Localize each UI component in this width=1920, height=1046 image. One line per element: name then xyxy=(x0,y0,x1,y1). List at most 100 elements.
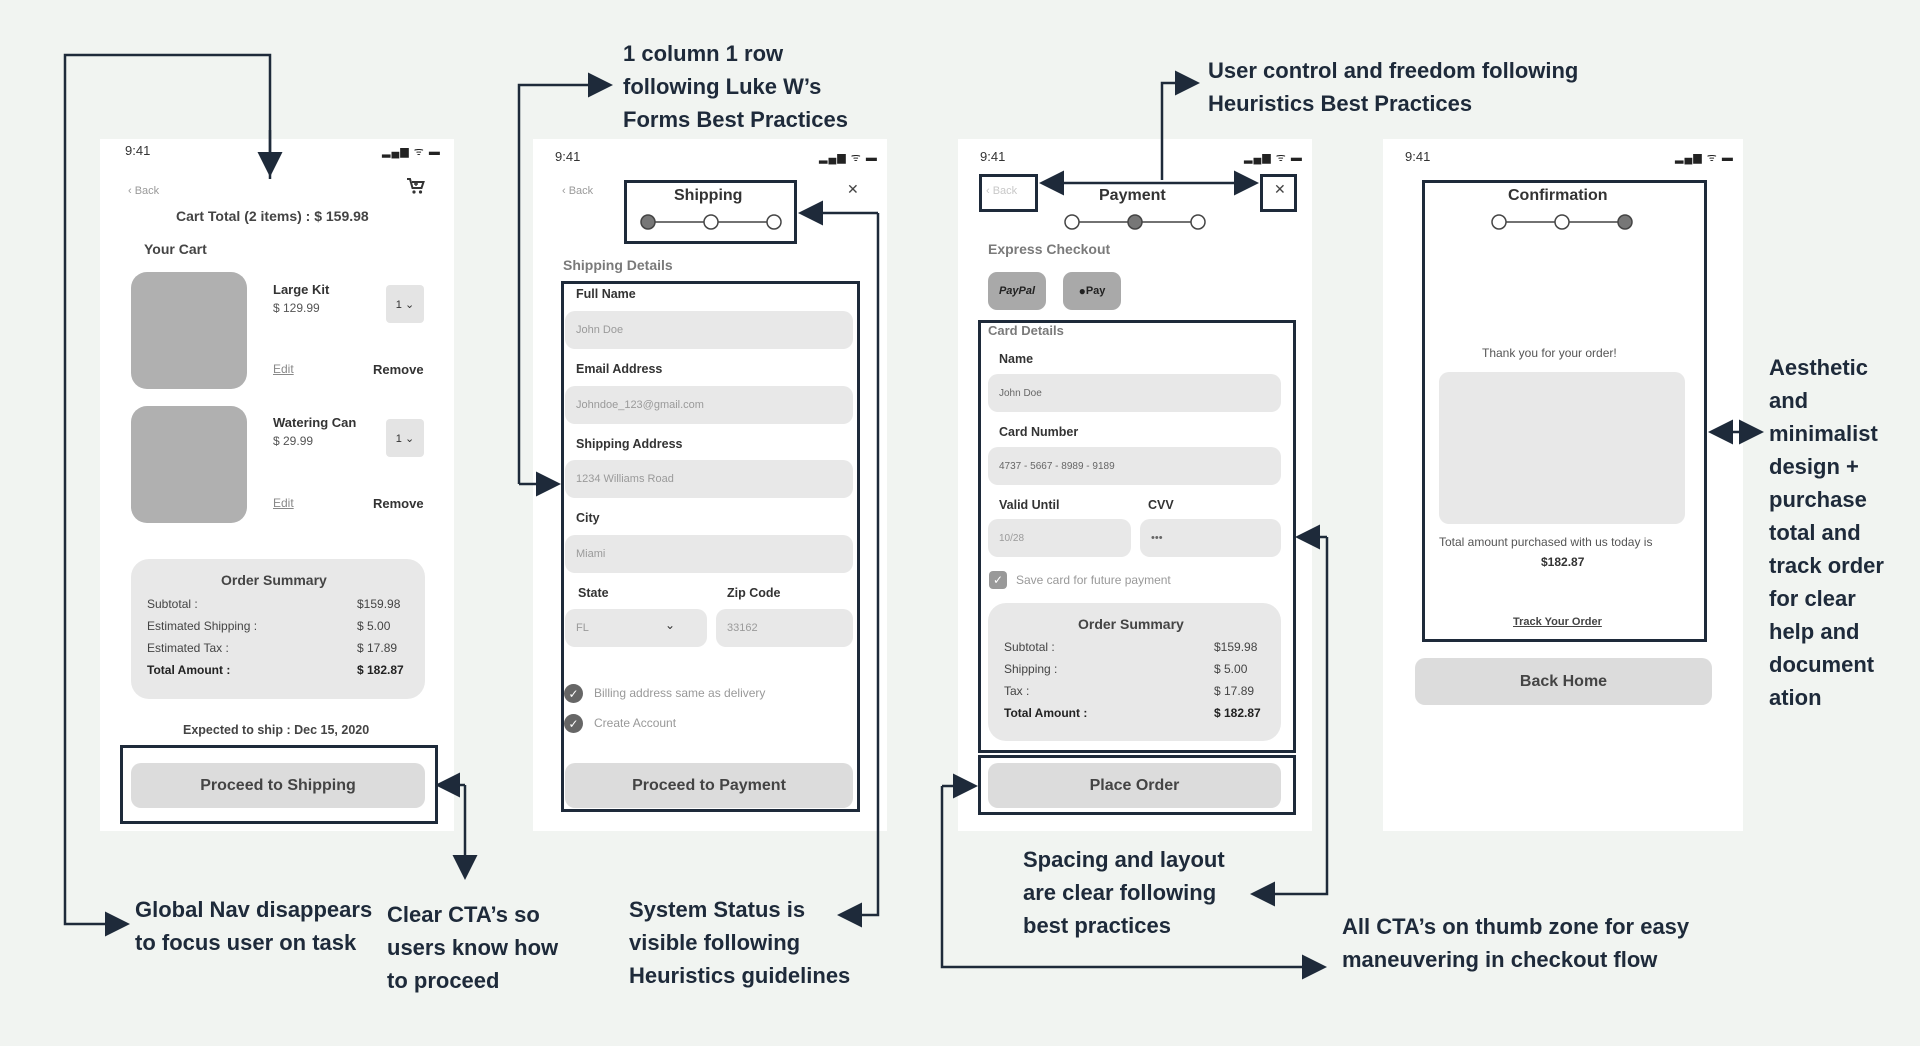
step-title: Shipping xyxy=(674,187,743,204)
summary-value: $ 17.89 xyxy=(357,641,398,655)
chevron-down-icon: ⌄ xyxy=(665,618,676,632)
full-name-input[interactable]: John Doe xyxy=(565,311,853,349)
back-link[interactable]: ‹ Back xyxy=(562,185,594,197)
step-title: Payment xyxy=(1099,187,1166,204)
shipping-address-input[interactable]: 1234 Williams Road xyxy=(565,460,853,498)
card-name-input[interactable]: John Doe xyxy=(988,374,1281,412)
item-name: Large Kit xyxy=(273,282,330,297)
payment-screen: 9:41 ▂▄▆ ᯤ ▬ ‹ Back Payment ✕ Express Ch… xyxy=(958,139,1312,831)
valid-until-label: Valid Until xyxy=(999,498,1060,512)
proceed-to-shipping-button[interactable]: Proceed to Shipping xyxy=(131,763,425,808)
cart-total: Cart Total (2 items) : $ 159.98 xyxy=(176,208,369,224)
summary-title: Order Summary xyxy=(1078,616,1184,632)
annotation-forms: 1 column 1 row following Luke W’s Forms … xyxy=(623,41,848,132)
status-time: 9:41 xyxy=(125,143,151,158)
create-account-checkbox[interactable]: ✓ xyxy=(564,714,583,733)
progress-highlight xyxy=(624,180,797,244)
summary-value: $ 182.87 xyxy=(1214,706,1261,720)
billing-checkbox[interactable]: ✓ xyxy=(564,684,583,703)
item-price: $ 29.99 xyxy=(273,434,314,448)
summary-value: $ 5.00 xyxy=(1214,662,1248,676)
summary-title: Order Summary xyxy=(221,572,327,588)
valid-until-input[interactable]: 10/28 xyxy=(988,519,1131,557)
save-card-checkbox[interactable]: ✓ xyxy=(989,571,1007,589)
summary-value: $ 5.00 xyxy=(357,619,391,633)
shipping-stepper xyxy=(640,214,782,230)
paypal-button[interactable]: PayPal xyxy=(988,272,1046,310)
name-label: Name xyxy=(999,352,1034,366)
thank-you-text: Thank you for your order! xyxy=(1482,346,1617,360)
track-order-link[interactable]: Track Your Order xyxy=(1513,616,1602,628)
cart-icon[interactable] xyxy=(406,177,426,195)
summary-value: $159.98 xyxy=(357,597,401,611)
summary-value: $ 182.87 xyxy=(357,663,404,677)
step-title: Confirmation xyxy=(1508,187,1608,204)
order-summary: Order Summary Subtotal : $159.98 Shippin… xyxy=(988,603,1281,741)
section-title: Shipping Details xyxy=(563,257,673,273)
annotation-spacing: Spacing and layout are clear following b… xyxy=(1023,847,1225,938)
remove-button[interactable]: Remove xyxy=(373,496,424,511)
card-number-input[interactable]: 4737 - 5667 - 8989 - 9189 xyxy=(988,447,1281,485)
product-image xyxy=(131,272,247,389)
summary-label: Subtotal : xyxy=(1004,640,1055,654)
total-text: Total amount purchased with us today is xyxy=(1439,535,1653,549)
confirmation-highlight xyxy=(1422,180,1707,642)
ship-note: Expected to ship : Dec 15, 2020 xyxy=(183,723,370,737)
apple-icon: ● xyxy=(1078,284,1086,298)
state-select[interactable]: FL ⌄ xyxy=(565,609,707,647)
cvv-input[interactable]: ••• xyxy=(1140,519,1281,557)
product-image xyxy=(131,406,247,523)
item-name: Watering Can xyxy=(273,415,357,430)
shipping-screen: 9:41 ▂▄▆ ᯤ ▬ ‹ Back Shipping ✕ Shipping … xyxy=(533,139,887,831)
create-account-label: Create Account xyxy=(594,716,677,730)
card-form-highlight xyxy=(978,320,1296,753)
summary-label: Total Amount : xyxy=(147,663,231,677)
status-time: 9:41 xyxy=(980,149,1006,164)
order-summary: Order Summary Subtotal : $159.98 Estimat… xyxy=(131,559,425,699)
quantity-select[interactable]: 1 ⌄ xyxy=(386,285,424,323)
summary-label: Subtotal : xyxy=(147,597,198,611)
zip-label: Zip Code xyxy=(727,586,781,600)
close-highlight xyxy=(1260,174,1297,212)
cvv-label: CVV xyxy=(1148,498,1174,512)
summary-label: Estimated Tax : xyxy=(147,641,229,655)
place-order-button[interactable]: Place Order xyxy=(988,763,1281,808)
quantity-select[interactable]: 1 ⌄ xyxy=(386,419,424,457)
summary-label: Tax : xyxy=(1004,684,1030,698)
edit-link[interactable]: Edit xyxy=(273,362,294,376)
annotation-aesthetic: Aesthetic and minimalist design + purcha… xyxy=(1769,355,1884,710)
apple-pay-button[interactable]: ● Pay xyxy=(1063,272,1121,310)
state-value: FL xyxy=(576,622,589,634)
close-icon[interactable]: ✕ xyxy=(847,181,859,197)
remove-button[interactable]: Remove xyxy=(373,362,424,377)
form-highlight xyxy=(561,281,860,812)
confirmation-stepper xyxy=(1491,214,1633,230)
express-title: Express Checkout xyxy=(988,241,1111,257)
state-label: State xyxy=(578,586,609,600)
back-home-button[interactable]: Back Home xyxy=(1415,658,1712,705)
proceed-to-payment-button[interactable]: Proceed to Payment xyxy=(565,763,853,808)
zip-input[interactable]: 33162 xyxy=(716,609,853,647)
field-label: Full Name xyxy=(576,287,636,301)
billing-checkbox-label: Billing address same as delivery xyxy=(594,686,766,700)
city-input[interactable]: Miami xyxy=(565,535,853,573)
field-label: Shipping Address xyxy=(576,437,683,451)
status-icons: ▂▄▆ ᯤ ▬ xyxy=(819,152,878,164)
save-card-label: Save card for future payment xyxy=(1016,573,1171,587)
annotation-clear-cta: Clear CTA’s so users know how to proceed xyxy=(387,902,559,993)
back-link[interactable]: ‹ Back xyxy=(128,185,160,197)
back-link[interactable]: ‹ Back xyxy=(986,185,1018,197)
summary-label: Total Amount : xyxy=(1004,706,1088,720)
status-time: 9:41 xyxy=(555,149,581,164)
edit-link[interactable]: Edit xyxy=(273,496,294,510)
item-price: $ 129.99 xyxy=(273,301,320,315)
status-icons: ▂▄▆ ᯤ ▬ xyxy=(1675,152,1734,164)
total-value: $182.87 xyxy=(1541,555,1585,569)
field-label: City xyxy=(576,511,600,525)
close-icon[interactable]: ✕ xyxy=(1274,181,1286,197)
apple-pay-label: Pay xyxy=(1085,285,1106,297)
cart-screen: 9:41 ▂▄▆ ᯤ ▬ ‹ Back Cart Total (2 items)… xyxy=(100,139,454,831)
summary-value: $ 17.89 xyxy=(1214,684,1255,698)
email-input[interactable]: Johndoe_123@gmail.com xyxy=(565,386,853,424)
